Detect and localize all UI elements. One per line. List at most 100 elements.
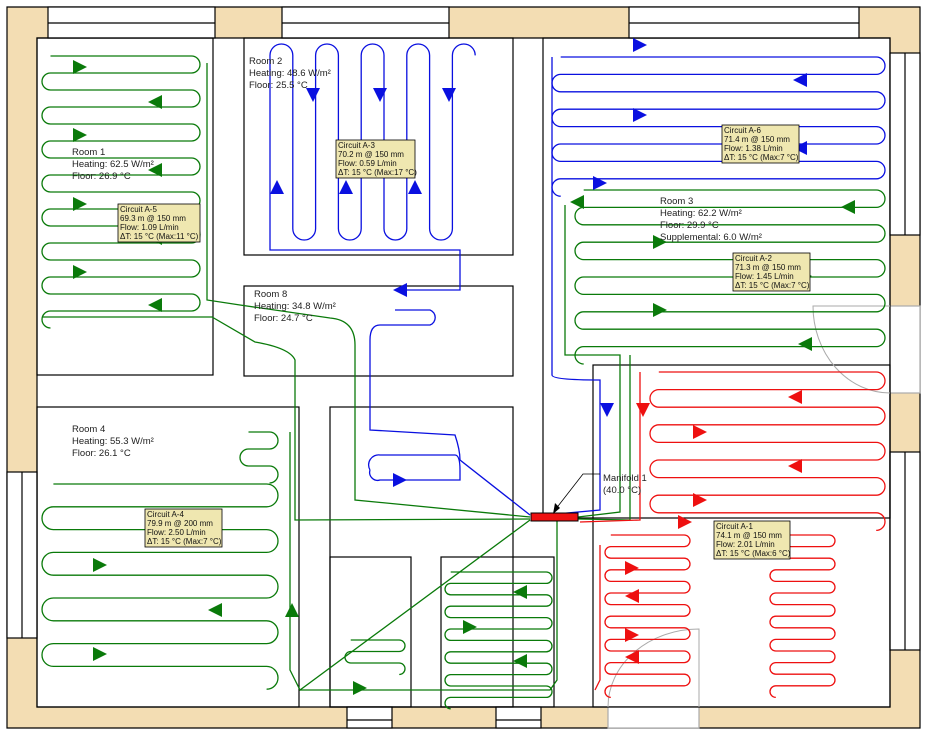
circuits bbox=[41, 43, 886, 710]
flow-arrow-icon bbox=[148, 95, 162, 109]
circuit-tooltip-a6[interactable]: Circuit A-6 71.4 m @ 150 mm Flow: 1.38 L… bbox=[721, 124, 800, 164]
room-2-floor: Floor: 25.5 °C bbox=[249, 80, 308, 91]
door-opening-bottom bbox=[607, 706, 700, 729]
tooltip-box bbox=[144, 508, 223, 548]
tooltip-box bbox=[713, 520, 791, 560]
flow-arrow-icon bbox=[793, 141, 807, 155]
tooltip-length: 70.2 m @ 150 mm bbox=[338, 150, 404, 159]
flow-arrow-icon bbox=[625, 628, 639, 642]
manifold-temp: (40.0 °C) bbox=[603, 485, 641, 496]
flow-arrow-icon bbox=[339, 180, 353, 194]
doors bbox=[607, 305, 891, 708]
circuit-a5-return bbox=[42, 316, 531, 521]
circuit-closet-2 bbox=[444, 571, 553, 710]
flow-arrow-icon bbox=[393, 283, 407, 297]
circuit-a5-loop bbox=[41, 55, 201, 329]
room-3-supplemental: Supplemental: 6.0 W/m² bbox=[660, 232, 762, 243]
flow-arrow-icon bbox=[148, 298, 162, 312]
room-8-outline bbox=[243, 285, 514, 377]
manifold-arrow-icon bbox=[553, 503, 560, 514]
tooltip-flow: Flow: 0.59 L/min bbox=[338, 159, 397, 168]
manifold-body[interactable] bbox=[530, 512, 579, 522]
flow-arrow-icon bbox=[208, 603, 222, 617]
room-closet-2 bbox=[440, 556, 555, 708]
circuit-a2-supply bbox=[564, 205, 621, 518]
circuit-tooltip-a4[interactable]: Circuit A-4 79.9 m @ 200 mm Flow: 2.50 L… bbox=[144, 508, 223, 548]
flow-arrow-icon bbox=[73, 128, 87, 142]
room-2-outline bbox=[243, 37, 514, 256]
room-3-heating: Heating: 62.2 W/m² bbox=[660, 208, 742, 219]
flow-arrow-icon bbox=[93, 558, 107, 572]
circuit-a6-return bbox=[367, 454, 461, 481]
tooltip-flow: Flow: 2.01 L/min bbox=[716, 540, 775, 549]
flow-arrow-icon bbox=[798, 337, 812, 351]
flow-arrow-icon bbox=[788, 459, 802, 473]
flow-arrow-icon bbox=[442, 88, 456, 102]
flow-arrow-icon bbox=[625, 650, 639, 664]
flow-arrow-icon bbox=[513, 585, 527, 599]
window-bottom-1 bbox=[346, 706, 393, 729]
flow-arrow-icon bbox=[285, 603, 299, 617]
circuit-tooltip-a2[interactable]: Circuit A-2 71.3 m @ 150 mm Flow: 1.45 L… bbox=[732, 252, 811, 292]
circuit-a1-supply bbox=[579, 372, 641, 523]
tooltip-dt: ΔT: 15 °C (Max:17 °C) bbox=[338, 168, 417, 177]
tooltip-flow: Flow: 1.09 L/min bbox=[120, 223, 179, 232]
flow-arrow-icon bbox=[653, 303, 667, 317]
flow-arrow-icon bbox=[653, 235, 667, 249]
flow-arrow-icon bbox=[306, 88, 320, 102]
flow-arrow-icon bbox=[373, 88, 387, 102]
tooltip-box bbox=[117, 203, 201, 243]
circuit-tooltip-a1[interactable]: Circuit A-1 74.1 m @ 150 mm Flow: 2.01 L… bbox=[713, 520, 791, 560]
manifold-leader bbox=[554, 473, 600, 511]
circuit-tooltip-a3[interactable]: Circuit A-3 70.2 m @ 150 mm Flow: 0.59 L… bbox=[335, 139, 417, 179]
circuit-a4-loop-top bbox=[239, 431, 279, 484]
room-labels: Room 1 Heating: 62.5 W/m² Floor: 26.9 °C… bbox=[72, 56, 762, 459]
tooltip-box bbox=[721, 124, 800, 164]
manifold-name: Manifold 1 bbox=[603, 473, 647, 484]
tooltip-length: 74.1 m @ 150 mm bbox=[716, 531, 782, 540]
room-closet-1 bbox=[329, 556, 412, 708]
circuit-a1-return bbox=[594, 545, 601, 691]
tooltip-flow: Flow: 2.50 L/min bbox=[147, 528, 206, 537]
tooltip-id: Circuit A-6 bbox=[724, 126, 761, 135]
room-4-name: Room 4 bbox=[72, 424, 105, 435]
tooltip-id: Circuit A-4 bbox=[147, 510, 184, 519]
flow-arrow-icon bbox=[693, 493, 707, 507]
flow-arrow-icon bbox=[73, 265, 87, 279]
room-3-name: Room 3 bbox=[660, 196, 693, 207]
room-8-heating: Heating: 34.8 W/m² bbox=[254, 301, 336, 312]
circuit-a4-supply bbox=[289, 432, 531, 691]
circuit-a6-supply bbox=[544, 57, 601, 516]
flow-arrow-icon bbox=[270, 180, 284, 194]
tooltip-flow: Flow: 1.38 L/min bbox=[724, 144, 783, 153]
circuit-a1-loop-right bbox=[769, 534, 836, 699]
flow-arrow-icon bbox=[73, 60, 87, 74]
outer-wall bbox=[6, 6, 921, 729]
room-4-heating: Heating: 55.3 W/m² bbox=[72, 436, 154, 447]
tooltip-id: Circuit A-2 bbox=[735, 254, 772, 263]
tooltip-length: 79.9 m @ 200 mm bbox=[147, 519, 213, 528]
flow-arrow-icon bbox=[600, 403, 614, 417]
tooltip-id: Circuit A-1 bbox=[716, 522, 753, 531]
flow-arrow-icon bbox=[841, 200, 855, 214]
circuit-a4-loop bbox=[41, 483, 279, 690]
flow-arrow-icon bbox=[633, 38, 647, 52]
room-8-floor: Floor: 24.7 °C bbox=[254, 313, 313, 324]
flow-arrow-icon bbox=[793, 73, 807, 87]
flow-arrow-icon bbox=[636, 403, 650, 417]
tooltip-length: 71.3 m @ 150 mm bbox=[735, 263, 801, 272]
flow-arrow-icon bbox=[148, 163, 162, 177]
tooltip-dt: ΔT: 15 °C (Max:7 °C) bbox=[147, 537, 222, 546]
flow-arrow-icon bbox=[625, 589, 639, 603]
circuit-closet-return bbox=[300, 520, 558, 691]
flow-arrow-icon bbox=[593, 176, 607, 190]
room-2-name: Room 2 bbox=[249, 56, 282, 67]
tooltip-box bbox=[732, 252, 811, 292]
tooltip-dt: ΔT: 15 °C (Max:7 °C) bbox=[724, 153, 799, 162]
room-bath-outline bbox=[592, 364, 891, 708]
flow-arrow-icon bbox=[633, 108, 647, 122]
manifold-1[interactable]: Manifold 1 (40.0 °C) bbox=[530, 473, 647, 522]
circuit-tooltip-a5[interactable]: Circuit A-5 69.3 m @ 150 mm Flow: 1.09 L… bbox=[117, 203, 201, 243]
flow-arrow-icon bbox=[463, 620, 477, 634]
flow-arrow-icon bbox=[73, 197, 87, 211]
